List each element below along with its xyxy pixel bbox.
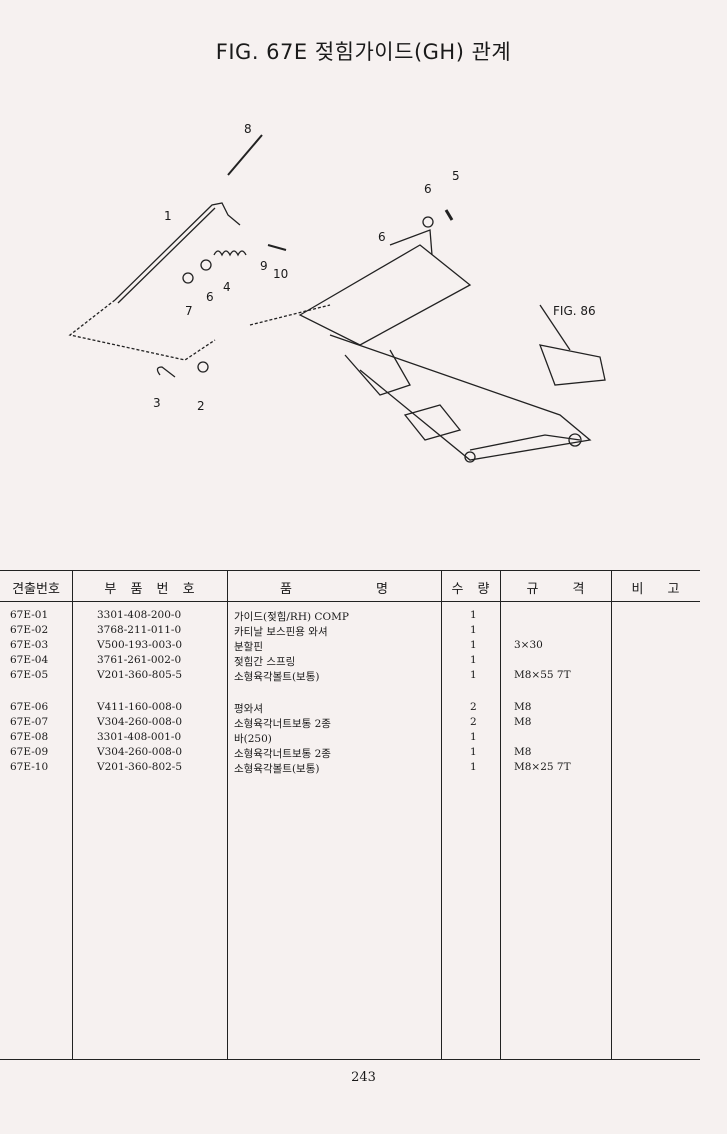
callout-label: 8: [244, 122, 252, 136]
callout-label: 10: [273, 267, 288, 281]
exploded-parts-diagram: 8 1 6 5 6 9 10 4 6 7 3 2 FIG. 86: [68, 122, 606, 463]
nut: [182, 272, 194, 284]
table-row: 67E-06 V411-160-008-0 평와셔 2 M8: [10, 701, 532, 715]
header-name: 품 명: [279, 582, 389, 597]
table-row: 67E-04 3761-261-002-0 젖힘간 스프링 1: [10, 654, 477, 668]
table-row: 67E-03 V500-193-003-0 분할핀 1 3×30: [10, 639, 543, 653]
table-row: 67E-02 3768-211-011-0 카티날 보스핀용 와셔 1: [10, 624, 477, 638]
header-qty: 수 량: [451, 582, 490, 597]
figure-reference-label: FIG. 86: [553, 304, 596, 318]
spring: [213, 250, 247, 257]
table-row: 67E-10 V201-360-802-5 소형육각볼트(보통) 1 M8×25…: [10, 761, 571, 775]
callout-label: 7: [185, 304, 193, 318]
washer: [422, 216, 434, 228]
table-header: 견출번호 부 품 번 호 품 명 수 량 규 격 비 고: [0, 571, 700, 602]
table-row: 67E-08 3301-408-001-0 바(250) 1: [10, 731, 477, 745]
callout-label: 6: [424, 182, 432, 196]
callout-label: 5: [452, 169, 460, 183]
table-row: 67E-01 3301-408-200-0 가이드(젖힘/RH) COMP 1: [10, 609, 477, 623]
split-pin: [156, 366, 176, 378]
callout-label: 4: [223, 280, 231, 294]
table-row: 67E-05 V201-360-805-5 소형육각볼트(보통) 1 M8×55…: [10, 669, 571, 683]
table-row: 67E-09 V304-260-008-0 소형육각너트보통 2종 1 M8: [10, 746, 532, 760]
callout-label: 3: [153, 396, 161, 410]
header-spec: 규 격: [526, 582, 585, 597]
callout-label: 6: [378, 230, 386, 244]
callout-label: 2: [197, 399, 205, 413]
header-part-no: 부 품 번 호: [104, 582, 195, 597]
bolt: [444, 209, 454, 221]
rod: [227, 134, 263, 176]
washer: [200, 259, 212, 271]
page-number: 243: [351, 1070, 376, 1085]
figure-title: FIG. 67E 젖힘가이드(GH) 관계: [215, 40, 512, 64]
parts-table: 견출번호 부 품 번 호 품 명 수 량 규 격 비 고 67E-01 3301…: [0, 570, 700, 1060]
guide-bar: [114, 202, 241, 301]
header-code: 견출번호: [12, 582, 60, 597]
table-row: 67E-07 V304-260-008-0 소형육각너트보통 2종 2 M8: [10, 716, 532, 730]
washer: [197, 361, 209, 373]
callout-label: 1: [164, 209, 172, 223]
bolt: [267, 244, 287, 251]
callout-label: 9: [260, 259, 268, 273]
header-remark: 비 고: [631, 582, 680, 597]
callout-label: 6: [206, 290, 214, 304]
frame-main: [298, 244, 472, 346]
